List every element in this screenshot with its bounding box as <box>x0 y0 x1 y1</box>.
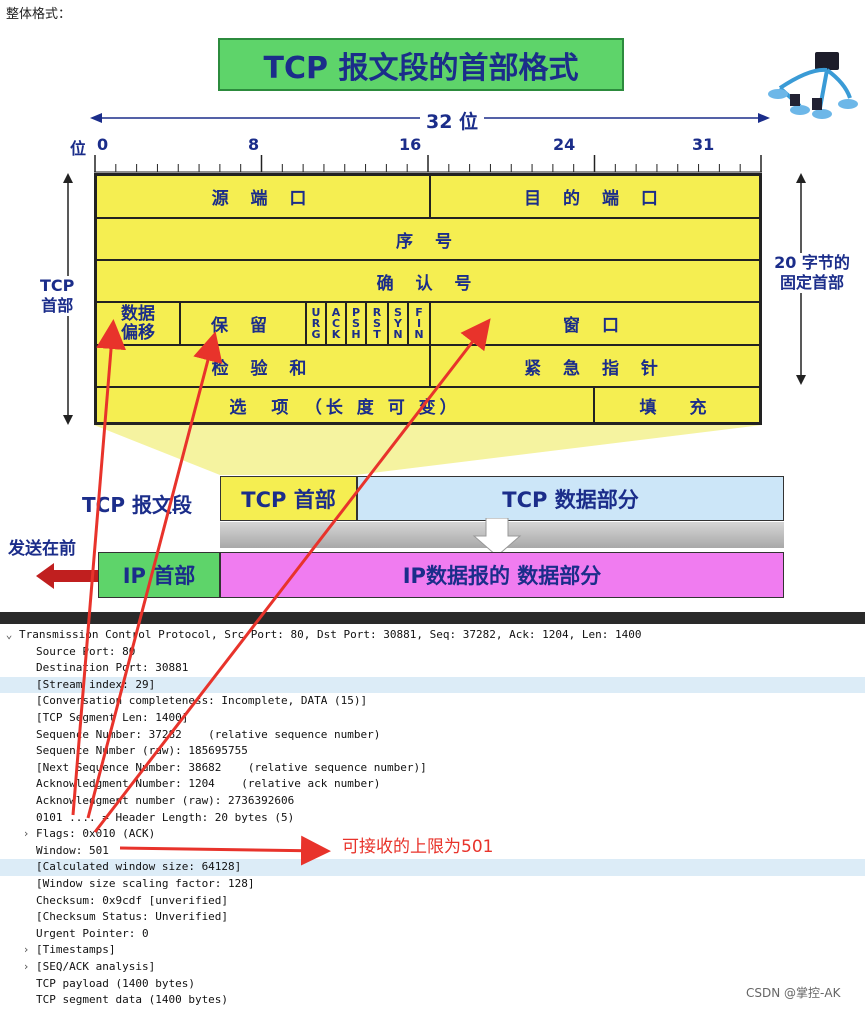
packet-field-row[interactable]: TCP segment data (1400 bytes) <box>0 992 865 1009</box>
packet-field-row[interactable]: [Conversation completeness: Incomplete, … <box>0 693 865 710</box>
packet-field-row[interactable]: Sequence Number (raw): 185695755 <box>0 743 865 760</box>
collapsed-caret-icon[interactable]: › <box>21 959 31 976</box>
bit-mark-8: 8 <box>248 135 259 154</box>
field-options: 选 项 （长 度 可 变） <box>96 387 594 423</box>
packet-field-text: [TCP Segment Len: 1400] <box>36 710 188 727</box>
packet-field-row[interactable]: 0101 .... = Header Length: 20 bytes (5) <box>0 810 865 827</box>
ip-data-block: IP数据报的 数据部分 <box>220 552 784 598</box>
tcp-header-label: TCP 首部 <box>40 276 74 316</box>
packet-field-row[interactable]: Checksum: 0x9cdf [unverified] <box>0 893 865 910</box>
packet-field-text: [Stream index: 29] <box>36 677 155 694</box>
fixed-header-label: 20 字节的 固定首部 <box>766 253 858 293</box>
packet-field-row[interactable]: [TCP Segment Len: 1400] <box>0 710 865 727</box>
field-sequence-number: 序 号 <box>96 218 760 260</box>
ip-header-block: IP 首部 <box>98 552 220 598</box>
field-destination-port: 目 的 端 口 <box>430 175 760 218</box>
field-urgent-pointer: 紧 急 指 针 <box>430 345 760 387</box>
packet-field-row[interactable]: › [SEQ/ACK analysis] <box>0 959 865 976</box>
bit-mark-31: 31 <box>692 135 714 154</box>
packet-details-pane: ⌄ Transmission Control Protocol, Src Port… <box>0 624 865 1009</box>
bit-ruler <box>94 155 764 173</box>
header-funnel <box>94 425 764 477</box>
send-first-label: 发送在前 <box>8 534 76 559</box>
packet-field-row[interactable]: [Calculated window size: 64128] <box>0 859 865 876</box>
field-window: 窗 口 <box>430 302 760 345</box>
packet-field-text: TCP payload (1400 bytes) <box>36 976 195 993</box>
tcp-header-block: TCP 首部 <box>220 476 357 521</box>
packet-field-text: [Checksum Status: Unverified] <box>36 909 228 926</box>
tcp-data-block: TCP 数据部分 <box>357 476 784 521</box>
field-data-offset: 数据 偏移 <box>96 302 180 345</box>
field-reserved: 保 留 <box>180 302 306 345</box>
diagram-title: TCP 报文段的首部格式 <box>218 38 624 91</box>
bit-mark-16: 16 <box>399 135 421 154</box>
packet-field-text: [Next Sequence Number: 38682 (relative s… <box>36 760 427 777</box>
collapsed-caret-icon[interactable]: › <box>21 826 31 843</box>
packet-field-text: Sequence Number: 37282 (relative sequenc… <box>36 727 380 744</box>
packet-field-text: Acknowledgment Number: 1204 (relative ac… <box>36 776 380 793</box>
packet-field-row[interactable]: Destination Port: 30881 <box>0 660 865 677</box>
pane-divider <box>0 612 865 624</box>
bit-mark-0: 0 <box>97 135 108 154</box>
packet-field-text: Checksum: 0x9cdf [unverified] <box>36 893 228 910</box>
packet-field-text: Destination Port: 30881 <box>36 660 188 677</box>
packet-field-row[interactable]: [Checksum Status: Unverified] <box>0 909 865 926</box>
field-ack-number: 确 认 号 <box>96 260 760 302</box>
window-annotation: 可接收的上限为501 <box>342 832 493 857</box>
packet-field-text: 0101 .... = Header Length: 20 bytes (5) <box>36 810 294 827</box>
expanded-caret-icon[interactable]: ⌄ <box>4 627 14 644</box>
bit-mark-24: 24 <box>553 135 575 154</box>
packet-field-row[interactable]: [Stream index: 29] <box>0 677 865 694</box>
field-padding: 填 充 <box>594 387 760 423</box>
packet-field-text: Transmission Control Protocol, Src Port:… <box>19 627 642 644</box>
packet-field-row[interactable]: › [Timestamps] <box>0 942 865 959</box>
packet-field-row[interactable]: [Next Sequence Number: 38682 (relative s… <box>0 760 865 777</box>
packet-field-text: [Timestamps] <box>36 942 115 959</box>
packet-field-text: Source Port: 80 <box>36 644 135 661</box>
packet-field-row[interactable]: Sequence Number: 37282 (relative sequenc… <box>0 727 865 744</box>
packet-field-text: [SEQ/ACK analysis] <box>36 959 155 976</box>
bit-axis-label: 位 <box>70 135 86 159</box>
field-source-port: 源 端 口 <box>96 175 430 218</box>
packet-field-row[interactable]: Acknowledgment number (raw): 2736392606 <box>0 793 865 810</box>
packet-field-text: Urgent Pointer: 0 <box>36 926 149 943</box>
collapsed-caret-icon[interactable]: › <box>21 942 31 959</box>
packet-field-text: [Window size scaling factor: 128] <box>36 876 255 893</box>
packet-field-text: TCP segment data (1400 bytes) <box>36 992 228 1009</box>
field-checksum: 检 验 和 <box>96 345 430 387</box>
packet-field-row[interactable]: Acknowledgment Number: 1204 (relative ac… <box>0 776 865 793</box>
packet-field-text: Flags: 0x010 (ACK) <box>36 826 155 843</box>
network-icon <box>760 48 860 128</box>
intro-label: 整体格式： <box>6 3 71 22</box>
protocol-tree-header[interactable]: ⌄ Transmission Control Protocol, Src Port… <box>0 627 865 644</box>
packet-field-text: [Calculated window size: 64128] <box>36 859 241 876</box>
width-label: 32 位 <box>420 107 484 134</box>
packet-field-row[interactable]: Source Port: 80 <box>0 644 865 661</box>
packet-field-row[interactable]: Urgent Pointer: 0 <box>0 926 865 943</box>
packet-field-row[interactable]: [Window size scaling factor: 128] <box>0 876 865 893</box>
watermark: CSDN @掌控-AK <box>746 984 840 1001</box>
packet-field-row[interactable]: TCP payload (1400 bytes) <box>0 976 865 993</box>
packet-field-text: Window: 501 <box>36 843 109 860</box>
segment-label: TCP 报文段 <box>82 489 192 518</box>
packet-field-text: Sequence Number (raw): 185695755 <box>36 743 248 760</box>
left-arrow-icon <box>36 563 98 589</box>
packet-field-text: [Conversation completeness: Incomplete, … <box>36 693 367 710</box>
packet-field-text: Acknowledgment number (raw): 2736392606 <box>36 793 294 810</box>
